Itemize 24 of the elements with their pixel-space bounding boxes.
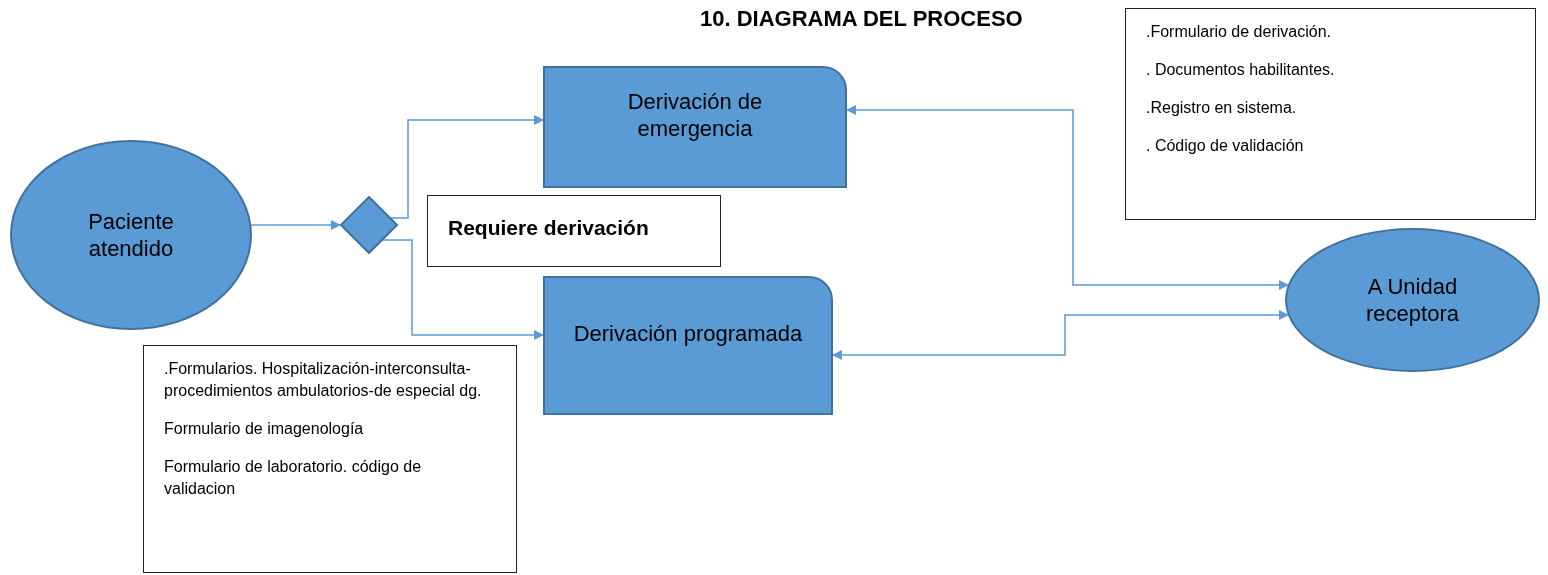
node-text: .Registro en sistema. — [1146, 98, 1298, 118]
node-text: Paciente atendido — [87, 207, 175, 263]
arrow — [390, 115, 544, 219]
node-text: Derivación programada — [573, 319, 803, 348]
node-text: .Formularios. Hospitalización-interconsulta- procedimientos ambulatorios-de especial dg. — [164, 359, 483, 401]
node-text: .Formulario de derivación. — [1146, 22, 1332, 42]
diagram-title: 10. DIAGRAMA DEL PROCESO — [700, 5, 1023, 33]
decision-diamond — [340, 196, 398, 254]
node-text: A Unidad receptora — [1365, 272, 1460, 328]
node-text: Requiere derivación — [448, 215, 650, 241]
process-box — [543, 66, 847, 188]
text-box — [427, 195, 721, 267]
note-box — [1125, 8, 1536, 220]
arrow — [250, 220, 341, 230]
node-text: Formulario de imagenología — [164, 419, 365, 439]
node-text: . Código de validación — [1146, 136, 1305, 156]
arrow — [846, 105, 1289, 290]
node-text: . Documentos habilitantes. — [1146, 60, 1336, 80]
arrow — [832, 310, 1289, 360]
node-text: Derivación de emergencia — [626, 87, 764, 143]
process-box — [543, 276, 833, 415]
arrow — [382, 239, 544, 340]
node-text: Formulario de laboratorio. código de validacion — [164, 457, 423, 499]
note-box — [143, 345, 517, 573]
